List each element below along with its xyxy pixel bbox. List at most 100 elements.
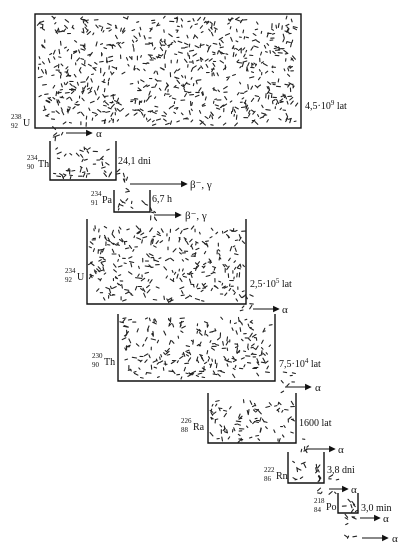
particle-dot (152, 359, 158, 363)
particle-dot (149, 27, 153, 33)
particle-dot (227, 22, 230, 25)
particle-dot (285, 15, 288, 20)
particle-dot (87, 262, 93, 266)
particle-dot (223, 85, 228, 90)
svg-text:88: 88 (181, 426, 189, 434)
particle-dot (236, 267, 241, 270)
particle-dot (80, 48, 86, 51)
particle-dot (257, 76, 261, 81)
particle-dot (95, 41, 98, 47)
particle-dot (229, 406, 232, 410)
particle-dot (83, 19, 89, 22)
particle-dot (350, 503, 353, 509)
particle-dot (226, 347, 229, 351)
particle-dot (107, 107, 112, 110)
particle-dot (105, 162, 110, 166)
particle-dot (292, 27, 298, 31)
particle-dot (144, 203, 149, 206)
svg-text:Po: Po (326, 502, 337, 513)
particle-dot (218, 42, 221, 47)
nuclide-label-pa234: 234 91 Pa (91, 190, 113, 207)
particle-dot (261, 339, 264, 344)
particle-dot (91, 73, 95, 76)
particle-dot (125, 176, 129, 181)
particle-dot (266, 86, 269, 90)
particle-dot (111, 233, 116, 239)
particle-dot (236, 19, 241, 22)
particle-dot (317, 477, 322, 483)
particle-dot (185, 257, 189, 261)
particle-dot (153, 216, 156, 220)
particle-dot (215, 362, 218, 369)
svg-text:234: 234 (27, 154, 38, 162)
particle-dot (205, 20, 210, 24)
particle-dot (186, 34, 189, 39)
particle-dot (141, 239, 143, 244)
particle-dot (174, 76, 178, 79)
particle-dot (201, 91, 204, 97)
particle-dot (168, 236, 171, 242)
particle-dot (55, 28, 59, 33)
particle-dot (118, 283, 122, 286)
particle-dot (201, 300, 205, 302)
particle-dot (110, 241, 115, 245)
particle-dot (181, 272, 185, 276)
particle-dot (244, 318, 248, 321)
particle-dot (208, 28, 211, 32)
particle-dot (219, 424, 223, 428)
particle-dot (123, 178, 126, 182)
particle-dot (154, 105, 159, 108)
particle-dot (233, 266, 237, 270)
particle-dot (200, 57, 204, 61)
particle-dot (84, 147, 89, 151)
particle-dot (185, 295, 190, 299)
particle-dot (300, 448, 303, 453)
particle-dot (278, 117, 282, 121)
particle-dot (171, 269, 174, 273)
particle-dot (200, 357, 205, 362)
particle-dot (203, 361, 208, 365)
particle-dot (258, 69, 261, 72)
particle-dot (232, 46, 235, 50)
particle-dot (247, 346, 249, 351)
particle-dot (287, 67, 290, 72)
particle-dot (245, 102, 247, 108)
particle-dot (55, 134, 60, 137)
particle-dot (80, 16, 84, 20)
particle-dot (221, 436, 224, 442)
particle-dot (124, 358, 129, 361)
particle-dot (168, 339, 172, 345)
particle-dot (71, 24, 74, 29)
particle-dot (173, 111, 177, 114)
particle-dot (226, 336, 229, 342)
particle-dot (133, 235, 136, 239)
particle-dot (168, 106, 172, 110)
particle-dot (222, 340, 224, 346)
particle-dot (256, 361, 260, 366)
decay-arrows (66, 129, 389, 542)
particle-dot (66, 48, 70, 52)
half-life-po218: 3,0 min (361, 503, 392, 514)
particle-dot (228, 287, 232, 292)
particle-dot (89, 100, 95, 104)
particle-dot (206, 242, 209, 248)
particle-dot (210, 227, 214, 231)
particle-dot (287, 65, 291, 68)
particle-dot (69, 152, 73, 156)
particle-dot (124, 289, 130, 291)
particle-dot (60, 83, 63, 88)
particle-dot (232, 373, 236, 379)
particle-dot (128, 56, 132, 60)
particle-dot (163, 330, 167, 336)
particle-dot (245, 36, 249, 39)
particle-dot (131, 356, 138, 359)
particle-dot (180, 290, 184, 294)
particle-dot (147, 118, 152, 123)
particle-dot (132, 249, 135, 252)
particle-dot (150, 338, 156, 341)
particle-dot (188, 43, 191, 48)
particle-dot (185, 372, 189, 375)
particle-dot (60, 107, 63, 111)
particle-dot (142, 236, 148, 239)
particle-dot (137, 359, 141, 362)
